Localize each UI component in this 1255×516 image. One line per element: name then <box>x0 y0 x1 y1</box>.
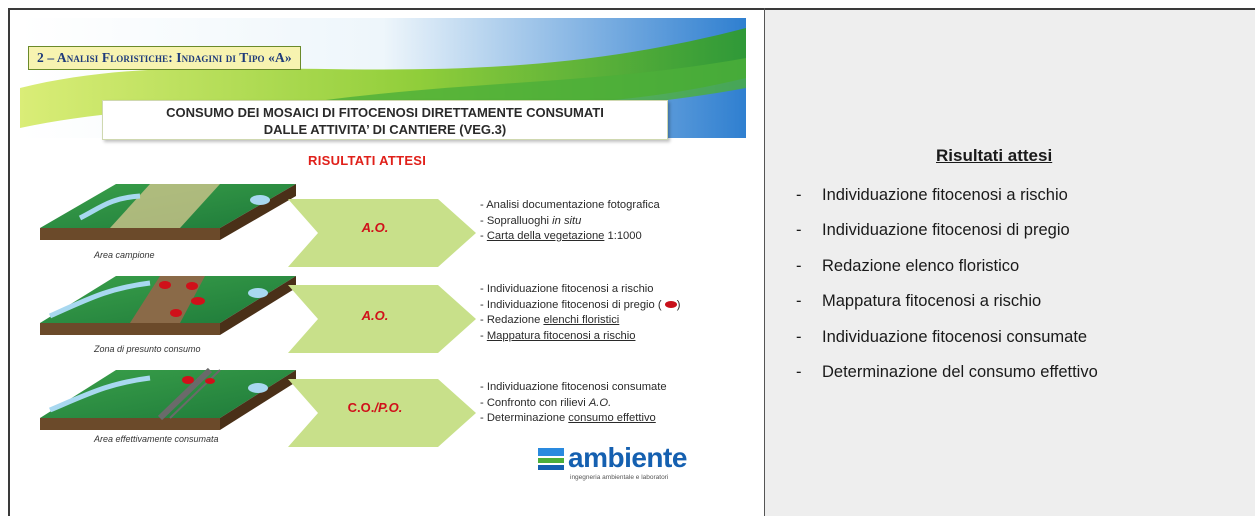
row-area-campione: A.O. - Analisi documentazione fotografic… <box>20 194 746 274</box>
slide-title: 2 – Analisi Floristiche: Indagini di Tip… <box>37 50 292 65</box>
panel-title: Risultati attesi <box>936 146 1053 165</box>
bullet-item: - Confronto con rilievi A.O. <box>480 396 612 409</box>
list-item: -Individuazione fitocenosi a rischio <box>796 186 1068 204</box>
panel-divider <box>764 8 765 516</box>
row-area-effettivamente-consumata: C.O./P.O. - Individuazione fitocenosi co… <box>20 374 746 454</box>
panel-results-list: -Individuazione fitocenosi a rischio -In… <box>796 184 1098 396</box>
chevron-label: A.O. <box>361 220 389 235</box>
red-dot-icon <box>664 301 677 309</box>
bullet-list: - Analisi documentazione fotografica - S… <box>480 198 660 245</box>
bullet-item: - Individuazione fitocenosi di pregio ( … <box>480 298 681 311</box>
bullet-list: - Individuazione fitocenosi consumate - … <box>480 380 667 427</box>
consumo-heading-box: CONSUMO DEI MOSAICI DI FITOCENOSI DIRETT… <box>102 100 668 140</box>
logo-mark-icon <box>538 448 564 470</box>
chevron-label: C.O./P.O. <box>347 400 403 415</box>
caption-area-effettivamente-consumata: Area effettivamente consumata <box>94 434 219 444</box>
consumo-heading-line-1: CONSUMO DEI MOSAICI DI FITOCENOSI DIRETT… <box>166 105 604 120</box>
slide-thumbnail: 2 – Analisi Floristiche: Indagini di Tip… <box>20 18 746 488</box>
frame-left-border <box>8 8 10 516</box>
bullet-item: - Mappatura fitocenosi a rischio <box>480 329 636 342</box>
logo-tagline: ingegneria ambientale e laboratori <box>570 474 669 481</box>
chevron-arrow <box>288 285 476 353</box>
consumo-heading-line-2: DALLE ATTIVITA’ DI CANTIERE (VEG.3) <box>263 122 507 137</box>
chevron-arrow <box>288 379 476 447</box>
logo-wordmark: ambiente <box>568 442 687 473</box>
caption-zona-presunto-consumo: Zona di presunto consumo <box>94 344 201 354</box>
chevron-label: A.O. <box>361 308 389 323</box>
bullet-item: - Redazione elenchi floristici <box>480 314 620 326</box>
bullet-list: - Individuazione fitocenosi a rischio - … <box>480 282 680 344</box>
frame-top-border <box>8 8 1255 10</box>
row-zona-presunto-consumo: A.O. - Individuazione fitocenosi a risch… <box>20 280 746 360</box>
risultati-attesi-label: RISULTATI ATTESI <box>308 153 427 168</box>
list-item: -Redazione elenco floristico <box>796 256 1020 275</box>
bullet-item: - Individuazione fitocenosi a rischio <box>480 283 654 295</box>
bullet-item: - Carta della vegetazione 1:1000 <box>480 230 642 242</box>
ambiente-logo: ambiente ingegneria ambientale e laborat… <box>538 442 718 484</box>
notes-panel <box>765 10 1255 516</box>
list-item: -Individuazione fitocenosi di pregio <box>796 221 1070 240</box>
list-item: -Determinazione del consumo effettivo <box>796 362 1098 381</box>
bullet-item: - Determinazione consumo effettivo <box>480 412 656 424</box>
list-item: -Mappatura fitocenosi a rischio <box>796 292 1042 311</box>
bullet-item: - Individuazione fitocenosi consumate <box>480 381 667 393</box>
chevron-arrow <box>288 199 476 267</box>
bullet-item: - Analisi documentazione fotografica <box>480 199 660 211</box>
list-item: -Individuazione fitocenosi consumate <box>796 327 1088 346</box>
bullet-item: - Sopralluoghi in situ <box>480 214 582 227</box>
slide-title-box: 2 – Analisi Floristiche: Indagini di Tip… <box>28 46 301 70</box>
caption-area-campione: Area campione <box>94 250 155 260</box>
